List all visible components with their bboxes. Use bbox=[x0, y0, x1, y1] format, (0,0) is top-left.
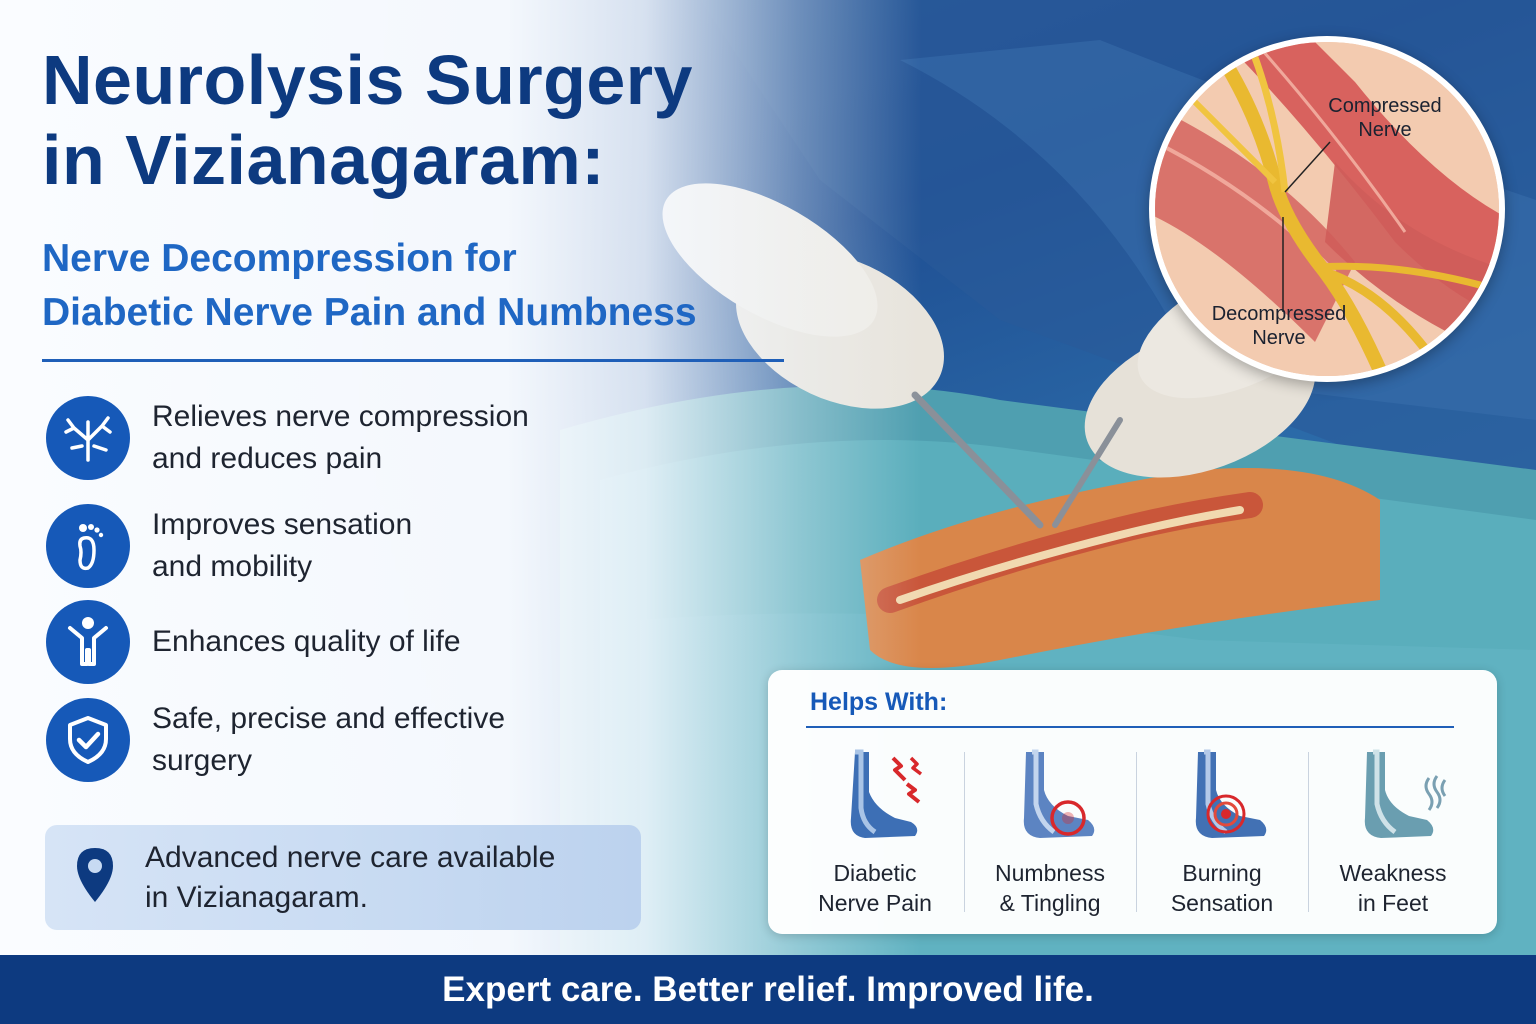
condition-separator bbox=[964, 752, 965, 912]
foot-pain-icon bbox=[835, 748, 935, 853]
helps-with-card: Helps With: Diabetic Nerve Pain bbox=[768, 670, 1497, 934]
person-icon bbox=[46, 600, 130, 684]
condition-line-1: Numbness bbox=[995, 860, 1105, 886]
location-card: Advanced nerve care available in Viziana… bbox=[45, 825, 641, 930]
location-line-2: in Vizianagaram. bbox=[145, 880, 368, 914]
condition-item: Diabetic Nerve Pain bbox=[790, 748, 960, 918]
nerve-diagram-inset: Compressed Nerve Decompressed Nerve bbox=[1149, 36, 1505, 382]
condition-separator bbox=[1136, 752, 1137, 912]
condition-line-2: in Feet bbox=[1357, 890, 1429, 916]
title-divider bbox=[42, 359, 784, 362]
page-subtitle: Nerve Decompression for Diabetic Nerve P… bbox=[42, 232, 802, 340]
condition-item: Numbness & Tingling bbox=[965, 748, 1135, 918]
title-line-2: in Vizianagaram: bbox=[42, 121, 606, 199]
condition-item: Weakness in Feet bbox=[1308, 748, 1478, 918]
location-pin-icon bbox=[75, 846, 115, 909]
benefit-item: Improves sensation and mobility bbox=[46, 504, 592, 588]
benefit-line-1: Safe, precise and effective bbox=[152, 702, 505, 735]
helps-with-divider bbox=[806, 726, 1454, 728]
benefit-line-2: surgery bbox=[152, 744, 253, 777]
subtitle-line-2: Diabetic Nerve Pain and Numbness bbox=[42, 291, 697, 334]
compressed-nerve-label: Compressed Nerve bbox=[1328, 95, 1442, 141]
shield-check-icon bbox=[46, 698, 130, 782]
footprint-icon bbox=[46, 504, 130, 588]
condition-line-2: Sensation bbox=[1170, 890, 1274, 916]
condition-separator bbox=[1308, 752, 1309, 912]
decompressed-nerve-label: Decompressed Nerve bbox=[1211, 303, 1347, 349]
condition-line-1: Weakness bbox=[1339, 860, 1447, 886]
benefit-item: Relieves nerve compression and reduces p… bbox=[46, 396, 592, 480]
benefit-line-1: Enhances quality of life bbox=[152, 625, 461, 658]
title-line-1: Neurolysis Surgery bbox=[42, 41, 693, 119]
benefit-line-2: and reduces pain bbox=[152, 442, 383, 475]
benefit-line-1: Relieves nerve compression bbox=[152, 400, 529, 433]
condition-line-1: Diabetic bbox=[833, 860, 917, 886]
page-title: Neurolysis Surgery in Vizianagaram: bbox=[42, 40, 802, 200]
helps-with-title: Helps With: bbox=[810, 688, 948, 716]
subtitle-line-1: Nerve Decompression for bbox=[42, 237, 517, 280]
benefit-line-1: Improves sensation bbox=[152, 508, 413, 541]
footer-banner: Expert care. Better relief. Improved lif… bbox=[0, 955, 1536, 1024]
benefit-line-2: and mobility bbox=[152, 550, 313, 583]
condition-line-2: & Tingling bbox=[999, 890, 1101, 916]
location-line-1: Advanced nerve care available bbox=[145, 840, 556, 874]
foot-weakness-icon bbox=[1353, 748, 1453, 853]
foot-numbness-icon bbox=[1010, 748, 1110, 853]
condition-item: Burning Sensation bbox=[1137, 748, 1307, 918]
benefit-item: Safe, precise and effective surgery bbox=[46, 698, 592, 782]
condition-line-1: Burning bbox=[1182, 860, 1262, 886]
footer-tagline: Expert care. Better relief. Improved lif… bbox=[442, 969, 1094, 1009]
condition-line-2: Nerve Pain bbox=[818, 890, 932, 916]
nerve-icon bbox=[46, 396, 130, 480]
foot-burning-icon bbox=[1182, 748, 1282, 853]
benefit-item: Enhances quality of life bbox=[46, 600, 592, 684]
